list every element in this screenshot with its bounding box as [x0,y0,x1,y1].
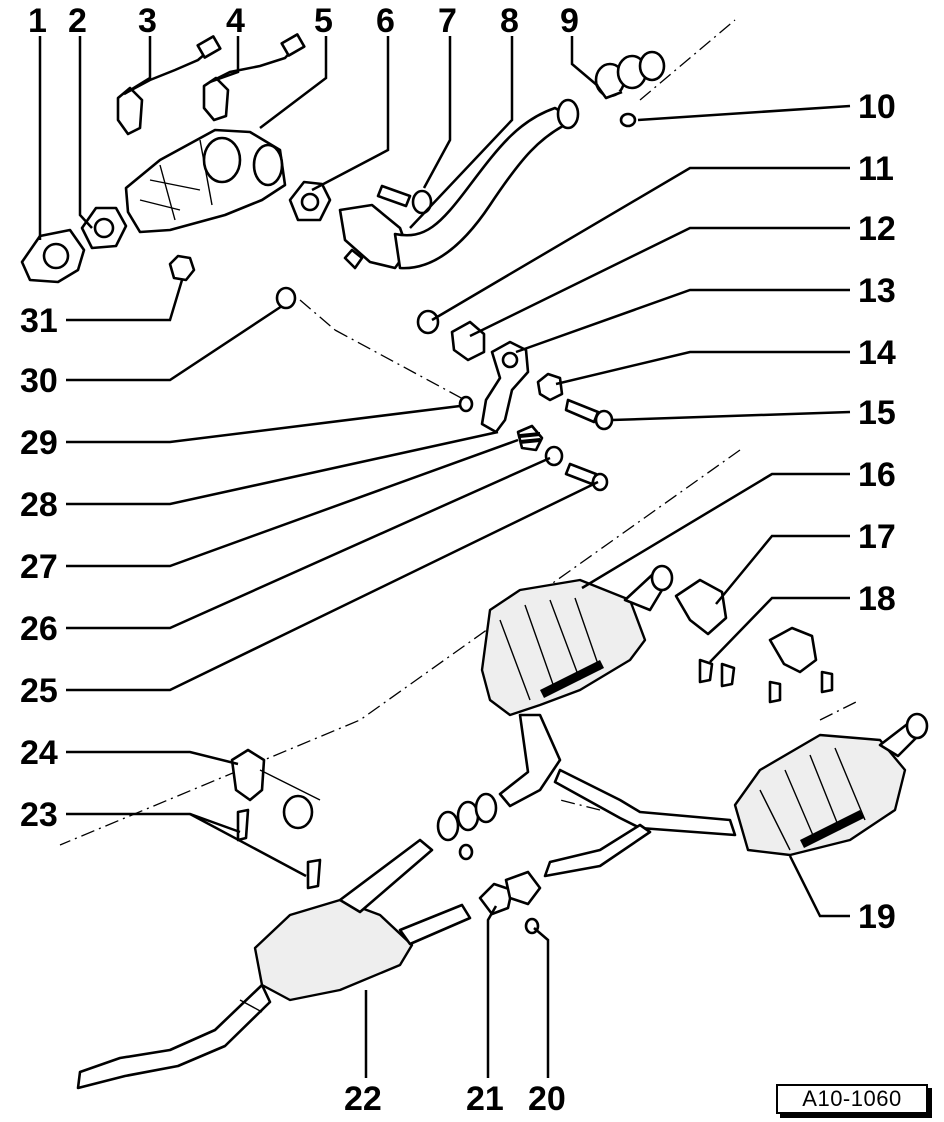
clamp-part-21 [478,870,542,916]
bolt-part-7 [376,184,433,215]
callout-30: 30 [20,362,58,400]
hanger-bracket [768,626,834,704]
bolt-part-26 [564,462,609,492]
clamp-part-9 [594,50,666,100]
callout-20: 20 [528,1080,566,1118]
center-muffler-part-16 [480,564,674,717]
callout-16: 16 [858,456,896,494]
callout-27: 27 [20,548,58,586]
callout-26: 26 [20,610,58,648]
flange-part-1 [20,228,86,284]
callout-2: 2 [68,2,87,40]
leader-lines [38,36,851,1078]
callout-4: 4 [226,2,245,40]
callout-12: 12 [858,210,896,248]
gasket-part-6 [288,180,332,222]
callout-11: 11 [858,150,894,188]
callout-24: 24 [20,734,58,772]
hanger-part-17 [674,578,728,636]
catalytic-converter-part-5 [124,128,287,234]
callout-8: 8 [500,2,519,40]
bolt-part-18 [698,658,736,688]
callout-1: 1 [28,2,47,40]
spring-part-28 [516,424,544,452]
callout-14: 14 [858,334,896,372]
front-muffler-part-22 [76,838,472,1090]
intermediate-pipe [498,713,737,878]
clamp-part-24 [230,748,321,830]
nut-part-29 [458,395,474,413]
front-pipe-part-8 [338,98,580,270]
callout-numbers: 1 2 3 4 5 6 7 8 9 10 11 12 13 14 15 16 1… [20,2,896,1118]
callout-15: 15 [858,394,896,432]
callout-17: 17 [858,518,896,556]
bolt-part-15 [564,398,614,431]
callout-9: 9 [560,2,579,40]
rear-muffler-part-19 [733,712,929,857]
rubber-mount-part-12 [450,320,486,362]
gasket-part-2 [80,206,128,250]
callout-13: 13 [858,272,896,310]
callout-31: 31 [20,302,58,340]
reference-code: A10-1060 [776,1084,928,1114]
callout-7: 7 [438,2,457,40]
callout-6: 6 [376,2,395,40]
callout-21: 21 [466,1080,504,1118]
nut-part-30 [275,286,297,310]
bracket-part-13 [480,340,530,434]
nut-part-10 [619,112,637,128]
callout-22: 22 [344,1080,382,1118]
oxygen-sensor-part-4 [202,33,306,122]
callout-19: 19 [858,898,896,936]
center-lines [59,19,861,846]
callout-3: 3 [138,2,157,40]
callout-10: 10 [858,88,896,126]
callout-28: 28 [20,486,58,524]
callout-29: 29 [20,424,58,462]
bushing-part-14 [536,372,564,402]
nut-part-31 [168,254,196,282]
callout-18: 18 [858,580,896,618]
washer-part-11 [416,309,440,335]
callout-25: 25 [20,672,58,710]
oxygen-sensor-part-3 [116,35,222,136]
clamp-set [436,792,498,861]
callout-23: 23 [20,796,58,834]
washer-part-27 [544,445,564,467]
callout-5: 5 [314,2,333,40]
